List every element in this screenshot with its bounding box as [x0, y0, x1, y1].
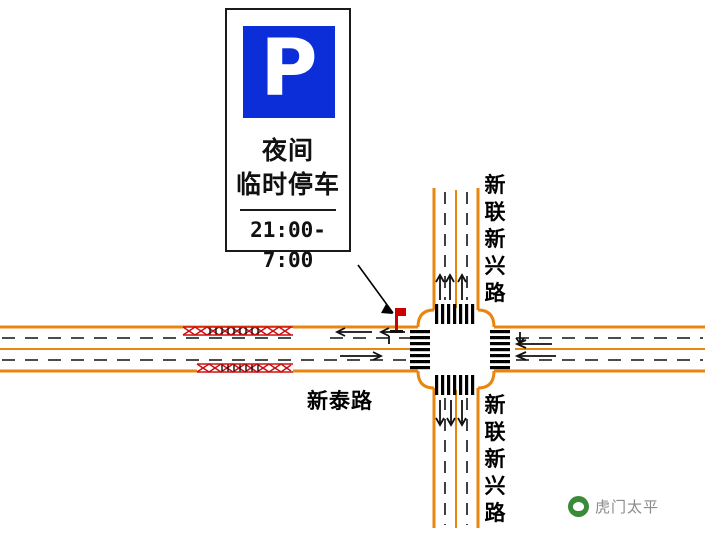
arrow-west-straight	[340, 351, 384, 361]
lane-dash-v-south	[444, 398, 468, 525]
road-label-horizontal: 新泰路	[307, 389, 373, 413]
parking-sign-line1: 夜间	[261, 136, 314, 165]
arrow-east-straight-2	[514, 351, 556, 361]
crosswalk-east	[490, 330, 510, 370]
roadside-sign-marker	[390, 308, 406, 333]
parking-sign: P 夜间 临时停车 21:00-7:00	[225, 8, 351, 272]
crosswalk-south	[435, 375, 475, 395]
watermark-text: 虎门太平	[595, 498, 660, 516]
road-label-northeast: 新 联 新 兴 路	[484, 173, 506, 305]
arrow-north-1	[435, 273, 445, 300]
watermark: 虎门太平	[568, 496, 659, 517]
arrow-north-2	[445, 273, 455, 300]
crosswalk-north	[435, 304, 475, 324]
corner-sw	[416, 370, 435, 390]
corner-se	[477, 370, 496, 390]
median-guardrail-upper	[182, 326, 293, 336]
wechat-circle-icon	[568, 496, 589, 517]
corner-ne	[477, 308, 496, 328]
arrow-south-2	[446, 400, 456, 427]
parking-sign-time: 21:00-7:00	[250, 218, 326, 272]
leader-line	[357, 264, 394, 314]
arrow-north-3	[457, 273, 467, 300]
arrow-south-3	[457, 400, 467, 427]
arrow-south-1	[435, 400, 445, 427]
arrow-west-left-1	[334, 327, 372, 337]
corner-nw	[416, 308, 435, 328]
parking-sign-text: 夜间 临时停车	[227, 134, 349, 202]
parking-p-letter: P	[260, 24, 318, 114]
road-label-southeast: 新 联 新 兴 路	[484, 393, 506, 525]
parking-sign-line2: 临时停车	[235, 170, 340, 199]
lane-dash-v-north	[444, 192, 468, 300]
parking-symbol-panel: P	[240, 23, 338, 121]
parking-sign-divider	[240, 209, 336, 211]
crosswalk-west	[410, 330, 430, 370]
median-guardrail-lower	[196, 363, 293, 373]
leader-arrowhead	[381, 304, 393, 314]
arrow-east-straight-1	[514, 339, 552, 349]
